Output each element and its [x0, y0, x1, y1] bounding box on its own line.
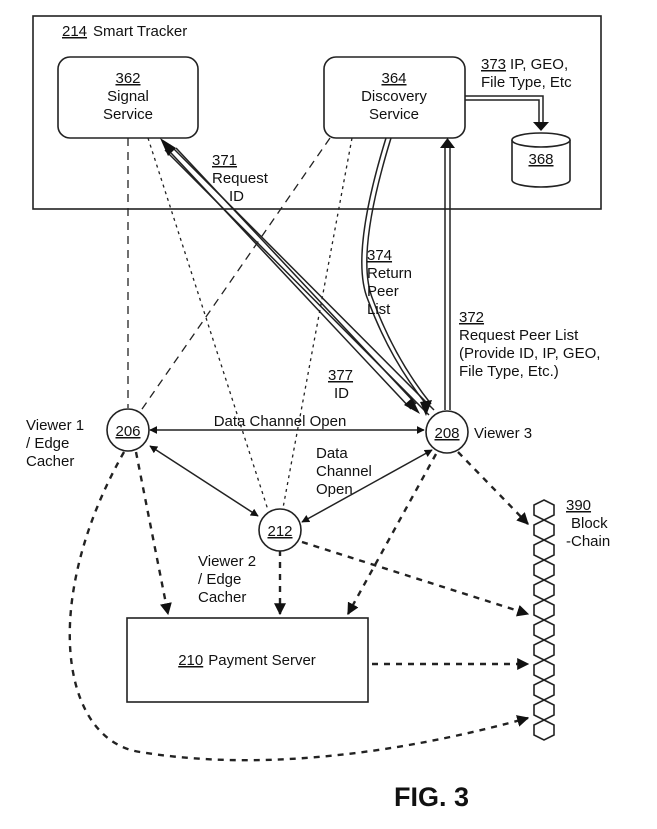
- signal-service-line1: Signal: [107, 88, 149, 105]
- data-channel-top-label: Data Channel Open: [214, 413, 347, 430]
- node-208-ref: 208: [434, 425, 459, 442]
- 206-to-blockchain-curve-arrow: [68, 451, 530, 762]
- arrow-373-ref: 373: [481, 56, 506, 73]
- node-212-line3: Cacher: [198, 589, 246, 606]
- block-hexagon: [533, 679, 555, 701]
- block-hexagon: [533, 639, 555, 661]
- smart-tracker-ref: 214: [62, 23, 87, 40]
- node-212-ref: 212: [267, 523, 292, 540]
- block-hexagon: [533, 539, 555, 561]
- 206-to-payment-arrow: [134, 451, 172, 616]
- node-212-line2: / Edge: [198, 571, 241, 588]
- node-206-line2: / Edge: [26, 435, 69, 452]
- blockchain-chain: [533, 499, 555, 741]
- block-hexagon: [533, 499, 555, 521]
- blockchain-line1: Block: [571, 515, 608, 532]
- payment-server-ref: 210: [178, 652, 203, 669]
- block-hexagon: [533, 659, 555, 681]
- payment-server-box: [126, 617, 369, 703]
- node-208-circle: [425, 410, 469, 454]
- node-206-circle: [106, 408, 150, 452]
- block-hexagon: [533, 599, 555, 621]
- discovery-to-db-arrow: [465, 95, 549, 131]
- signal-service-line2: Service: [103, 106, 153, 123]
- data-channel-right-line2: Channel: [316, 463, 372, 480]
- block-hexagon: [533, 699, 555, 721]
- node-206-line3: Cacher: [26, 453, 74, 470]
- data-channel-206-212-arrow: [149, 445, 259, 517]
- signal-to-212-dotted-line: [147, 137, 269, 511]
- node-206-line1: Viewer 1: [26, 417, 84, 434]
- payment-server-label: Payment Server: [208, 652, 316, 669]
- data-channel-right-line1: Data: [316, 445, 348, 462]
- arrow-373-line1: IP, GEO,: [510, 56, 568, 73]
- arrow-374-line1: Return: [367, 265, 412, 282]
- arrow-377-line1: ID: [334, 385, 349, 402]
- arrow-372-line2: (Provide ID, IP, GEO,: [459, 345, 600, 362]
- return-peer-list-arrow-374: [361, 137, 432, 416]
- discovery-service-line1: Discovery: [361, 88, 427, 105]
- arrow-377-ref: 377: [328, 367, 353, 384]
- arrow-372-line1: Request Peer List: [459, 327, 579, 344]
- signal-service-ref: 362: [115, 70, 140, 87]
- discovery-service-line2: Service: [369, 106, 419, 123]
- discovery-service-ref: 364: [381, 70, 406, 87]
- arrow-372-line3: File Type, Etc.): [459, 363, 559, 380]
- node-212-circle: [258, 508, 302, 552]
- arrow-371-ref: 371: [212, 152, 237, 169]
- arrow-374-ref: 374: [367, 247, 392, 264]
- blockchain-ref: 390: [566, 497, 591, 514]
- request-peer-list-arrow-372: [440, 138, 455, 410]
- node-212-line1: Viewer 2: [198, 553, 256, 570]
- node-208-label: Viewer 3: [474, 425, 532, 442]
- block-hexagon: [533, 719, 555, 741]
- arrow-373-line2: File Type, Etc: [481, 74, 572, 91]
- 212-to-blockchain-arrow: [301, 540, 530, 617]
- 208-to-blockchain-arrow: [457, 451, 529, 525]
- database-ref: 368: [528, 151, 553, 168]
- figure-label: FIG. 3: [394, 782, 469, 812]
- node-206-ref: 206: [115, 423, 140, 440]
- id-arrow-377: [170, 147, 420, 414]
- arrow-374-line2: Peer: [367, 283, 399, 300]
- block-hexagon: [533, 519, 555, 541]
- block-hexagon: [533, 559, 555, 581]
- arrow-374-line3: List: [367, 301, 391, 318]
- database-cylinder: [511, 132, 571, 188]
- data-channel-208-212-arrow: [301, 449, 433, 523]
- blockchain-line2: -Chain: [566, 533, 610, 550]
- block-hexagon: [533, 619, 555, 641]
- arrow-372-ref: 372: [459, 309, 484, 326]
- smart-tracker-label: Smart Tracker: [93, 23, 187, 40]
- block-hexagon: [533, 579, 555, 601]
- data-channel-right-line3: Open: [316, 481, 353, 498]
- discovery-service-box: [323, 56, 466, 139]
- arrow-371-line1: Request: [212, 170, 269, 187]
- arrow-371-line2: ID: [229, 188, 244, 205]
